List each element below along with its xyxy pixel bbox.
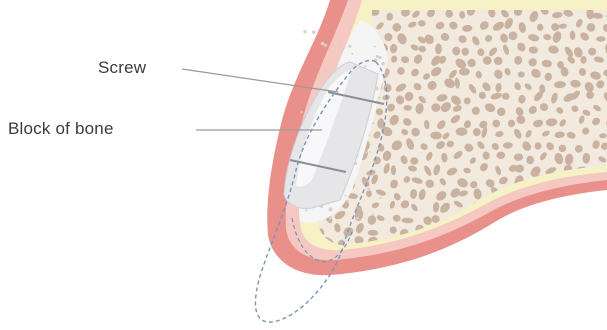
trabecula bbox=[473, 240, 483, 250]
trabecula bbox=[587, 238, 598, 250]
trabecula bbox=[564, 226, 578, 239]
graft-dot bbox=[367, 188, 371, 192]
graft-dot bbox=[329, 208, 333, 212]
graft-dot bbox=[356, 217, 359, 220]
graft-dot bbox=[346, 200, 349, 203]
graft-dot bbox=[301, 111, 303, 113]
trabecula bbox=[531, 234, 542, 244]
trabecula bbox=[507, 238, 517, 248]
graft-dot bbox=[305, 209, 307, 211]
trabecula bbox=[571, 239, 583, 250]
trabecula bbox=[581, 225, 592, 237]
graft-dot bbox=[348, 45, 351, 48]
graft-dot bbox=[342, 50, 344, 52]
graft-dot bbox=[364, 65, 366, 67]
trabecula bbox=[596, 199, 607, 211]
trabecula bbox=[528, 211, 541, 224]
graft-dot bbox=[335, 61, 337, 63]
graft-dot bbox=[321, 42, 325, 46]
graft-dot bbox=[374, 46, 376, 48]
graft-dot bbox=[324, 44, 327, 47]
graft-dot bbox=[378, 96, 381, 99]
trabecula bbox=[601, 240, 607, 250]
trabecula bbox=[584, 214, 594, 225]
trabecula bbox=[562, 214, 573, 225]
graft-dot bbox=[303, 30, 306, 33]
trabecula bbox=[542, 201, 551, 211]
graft-dot bbox=[379, 197, 381, 199]
trabecula bbox=[495, 227, 506, 239]
trabecula bbox=[525, 223, 533, 234]
graft-dot bbox=[351, 53, 353, 55]
graft-dot bbox=[312, 30, 316, 34]
graft-dot bbox=[372, 213, 374, 215]
graft-dot bbox=[376, 55, 379, 58]
trabecula bbox=[597, 229, 603, 237]
trabecula bbox=[552, 200, 565, 214]
graft-dot bbox=[368, 135, 370, 137]
trabecula bbox=[580, 202, 588, 212]
trabecula bbox=[596, 36, 605, 41]
graft-dot bbox=[315, 80, 317, 82]
trabecula bbox=[459, 68, 470, 76]
screw-label: Screw bbox=[98, 58, 146, 78]
trabecula bbox=[512, 222, 524, 235]
trabecula bbox=[575, 218, 585, 224]
trabecula bbox=[488, 237, 498, 246]
graft-dot bbox=[338, 43, 342, 47]
trabecula bbox=[559, 238, 571, 249]
trabecula bbox=[514, 234, 527, 246]
block-of-bone-label: Block of bone bbox=[8, 119, 114, 139]
graft-dot bbox=[365, 151, 367, 153]
graft-dot bbox=[381, 62, 385, 66]
trabecula bbox=[316, 10, 323, 19]
trabecula bbox=[514, 212, 526, 221]
trabecula bbox=[507, 215, 516, 227]
trabecula bbox=[544, 237, 555, 248]
trabecula bbox=[555, 225, 563, 232]
trabecula bbox=[570, 202, 580, 210]
graft-dot bbox=[369, 151, 371, 153]
trabecula bbox=[544, 213, 556, 225]
graft-dot bbox=[329, 216, 332, 219]
trabecula bbox=[307, 25, 316, 32]
graft-dot bbox=[372, 122, 374, 124]
graft-dot bbox=[320, 78, 322, 80]
trabecula bbox=[540, 223, 550, 236]
trabecula bbox=[456, 128, 468, 136]
graft-dot bbox=[345, 195, 347, 197]
